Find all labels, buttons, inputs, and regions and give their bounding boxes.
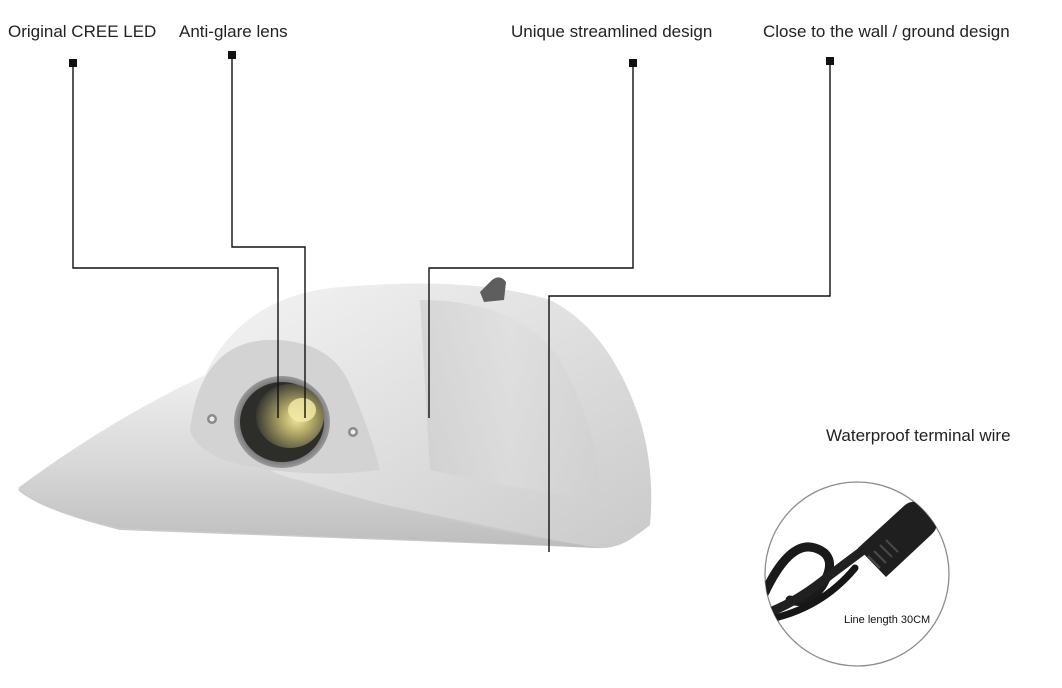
leader-anti-glare-lens [231,55,306,418]
marker-anti-glare-lens [228,51,236,59]
led-lens [234,376,330,468]
callout-cree-led: Original CREE LED [8,22,157,41]
callout-streamlined-design: Unique streamlined design [511,22,713,41]
lamp-body [18,277,652,549]
leader-wall-ground-design [548,61,831,552]
callout-anti-glare-lens: Anti-glare lens [179,22,288,41]
leader-cree-led [72,63,279,418]
leader-streamlined-design [428,63,634,418]
leader-markers [69,51,834,67]
marker-streamlined-design [629,59,637,67]
wire-inset [764,481,950,667]
marker-wall-ground-design [826,57,834,65]
callout-line-length: Line length 30CM [844,614,931,626]
leader-lines [72,55,831,552]
marker-cree-led [69,59,77,67]
callout-wall-ground-design: Close to the wall / ground design [763,22,1010,41]
callout-waterproof-wire: Waterproof terminal wire [826,426,1011,445]
